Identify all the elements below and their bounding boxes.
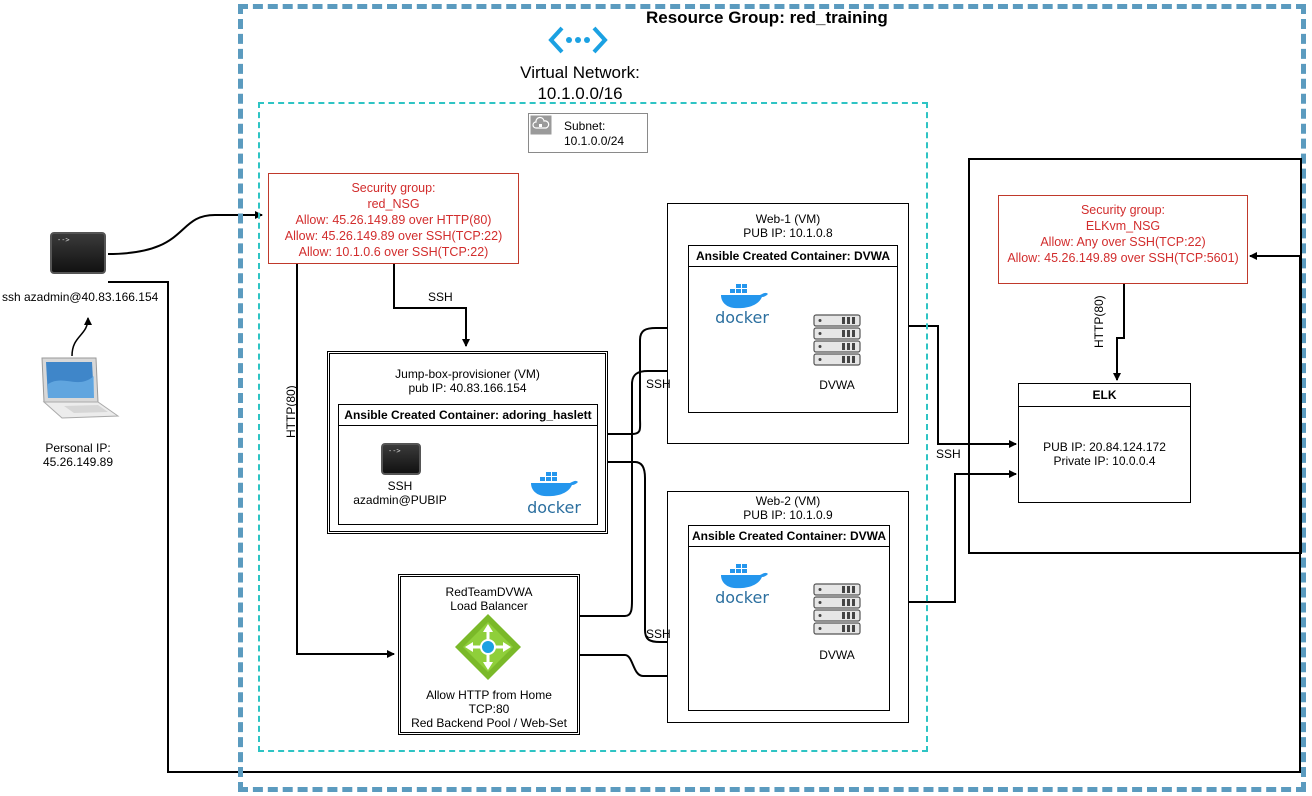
web2-docker-label: docker [715, 588, 769, 607]
docker-icon [721, 564, 768, 589]
elk-nsg-line: Allow: Any over SSH(TCP:22) [1040, 235, 1206, 249]
edge-label-ssh: SSH [936, 447, 961, 461]
jumpbox-container-title: Ansible Created Container: adoring_hasle… [339, 405, 597, 426]
web1-docker-label: docker [715, 308, 769, 327]
terminal-icon [381, 443, 421, 475]
subnet-icon [530, 115, 552, 135]
edge-jump-to-web2 [598, 461, 689, 646]
red-nsg-box: Security group: red_NSG Allow: 45.26.149… [268, 173, 519, 264]
web1-container: Ansible Created Container: DVWA [688, 245, 898, 413]
edge-label-http: HTTP(80) [1092, 295, 1106, 348]
lb-line4: TCP:80 [468, 702, 510, 716]
web2-app-label: DVWA [819, 648, 855, 662]
home-ssh-command: ssh azadmin@40.83.166.154 [2, 290, 159, 304]
edge-home-to-elk [108, 252, 1301, 773]
edge-lb-to-web2 [580, 654, 689, 680]
edge-label-ssh: SSH [646, 377, 671, 391]
elk-title: ELK [1019, 384, 1190, 407]
lb-line5: Red Backend Pool / Web-Set [411, 716, 567, 730]
server-icon [813, 583, 861, 635]
edge-laptop-to-ssh [71, 317, 92, 357]
web2-ip: PUB IP: 10.1.0.9 [743, 508, 833, 522]
load-balancer-box: RedTeamDVWA Load Balancer [398, 574, 580, 735]
red-nsg-line: Security group: [351, 181, 436, 195]
lb-line2: Load Balancer [450, 599, 528, 613]
vnet-label-line1: Virtual Network: [520, 63, 640, 82]
subnet-label: Subnet: 10.1.0.0/24 [564, 119, 624, 149]
edge-jump-to-web1-a [598, 324, 687, 435]
web1-ip: PUB IP: 10.1.0.8 [743, 226, 833, 240]
vnet-label: Virtual Network: 10.1.0.0/16 [500, 62, 660, 104]
web1-container-title: Ansible Created Container: DVWA [689, 246, 897, 267]
load-balancer-icon [455, 614, 521, 680]
elk-nsg-box: Security group: ELKvm_NSG Allow: Any ove… [998, 195, 1248, 284]
edge-nsg-to-jumpbox [393, 264, 470, 347]
edge-web2-to-elk [890, 470, 1017, 603]
vnet-border [258, 102, 928, 752]
lb-details: Allow HTTP from Home TCP:80 Red Backend … [398, 688, 580, 730]
red-nsg-line: Allow: 10.1.0.6 over SSH(TCP:22) [298, 245, 489, 259]
edge-web1-to-elk [898, 325, 1017, 448]
red-nsg-line: red_NSG [367, 197, 420, 211]
edge-label-http: HTTP(80) [284, 385, 298, 438]
edge-terminal-to-nsg [107, 211, 263, 255]
resource-group-title: Resource Group: red_training [646, 8, 888, 27]
subnet-label-line2: 10.1.0.0/24 [564, 134, 625, 148]
subnet-label-line1: Subnet: [564, 119, 606, 133]
jumpbox-ssh-label: SSH azadmin@PUBIP [350, 479, 450, 507]
laptop-icon [41, 357, 120, 419]
elk-nsg-line: Security group: [1080, 203, 1166, 217]
jumpbox-title: Jump-box-provisioner (VM) [395, 367, 540, 381]
edge-elknsg-to-elk [1113, 284, 1125, 381]
vnet-icon [548, 26, 608, 54]
edge-nsg-to-lb [296, 264, 395, 658]
jumpbox-ip: pub IP: 40.83.166.154 [408, 381, 527, 395]
elk-nsg-line: Allow: 45.26.149.89 over SSH(TCP:5601) [1007, 251, 1239, 265]
vnet-label-line2: 10.1.0.0/16 [537, 84, 623, 103]
terminal-icon [50, 232, 106, 274]
elk-region-border [968, 158, 1302, 554]
elk-pub-ip: PUB IP: 20.84.124.172 [1043, 440, 1166, 454]
resource-group-border [238, 4, 1306, 792]
edge-label-ssh: SSH [428, 290, 453, 304]
server-icon [813, 314, 861, 366]
red-nsg-line: Allow: 45.26.149.89 over SSH(TCP:22) [284, 229, 503, 243]
personal-ip-label: Personal IP: [45, 441, 111, 455]
web1-app-label: DVWA [819, 378, 855, 392]
personal-ip: Personal IP: 45.26.149.89 [20, 441, 136, 469]
web2-container-title: Ansible Created Container: DVWA [689, 526, 889, 547]
jumpbox-docker-label: docker [527, 498, 581, 517]
personal-ip-value: 45.26.149.89 [42, 455, 114, 469]
docker-icon [531, 472, 578, 497]
elk-vm: ELK PUB IP: 20.84.124.172 Private IP: 10… [1018, 383, 1191, 503]
edge-lb-to-web1 [580, 367, 687, 617]
docker-icon [721, 284, 768, 309]
lb-line1: RedTeamDVWA [445, 585, 533, 599]
jumpbox-ssh-line2: azadmin@PUBIP [353, 493, 447, 507]
elk-private-ip: Private IP: 10.0.0.4 [1053, 454, 1156, 468]
web2-title: Web-2 (VM) [755, 494, 821, 508]
jumpbox-ssh-line1: SSH [387, 479, 413, 493]
elk-nsg-line: ELKvm_NSG [1085, 219, 1161, 233]
web1-title: Web-1 (VM) [755, 212, 821, 226]
edge-label-ssh: SSH [646, 627, 671, 641]
lb-line3: Allow HTTP from Home [426, 688, 552, 702]
red-nsg-line: Allow: 45.26.149.89 over HTTP(80) [295, 213, 492, 227]
